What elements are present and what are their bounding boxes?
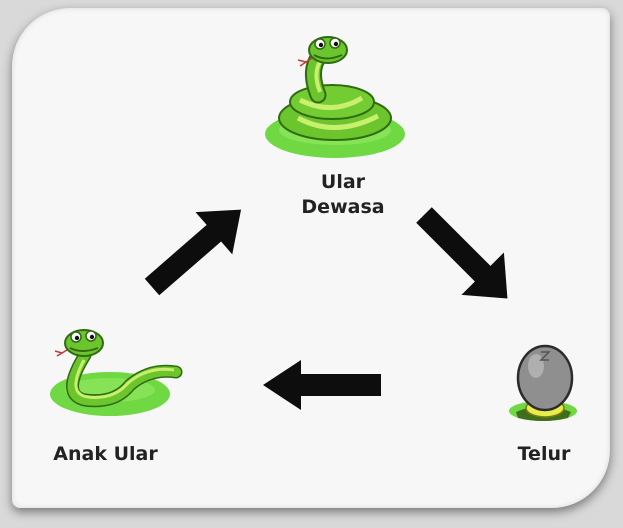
arrow-egg-to-baby <box>263 360 381 410</box>
arrow-adult-to-egg <box>416 207 508 299</box>
adult-snake-label: Ular Dewasa <box>268 170 418 219</box>
egg-label: Telur <box>517 443 571 465</box>
adult-snake-icon <box>265 36 405 158</box>
baby-snake-icon <box>50 329 183 416</box>
egg-icon <box>509 344 577 421</box>
arrow-baby-to-adult <box>144 209 242 296</box>
adult-snake-label-line1: Ular <box>320 171 366 193</box>
baby-snake-label: Anak Ular <box>53 443 158 465</box>
adult-snake-label-line2: Dewasa <box>301 195 385 218</box>
